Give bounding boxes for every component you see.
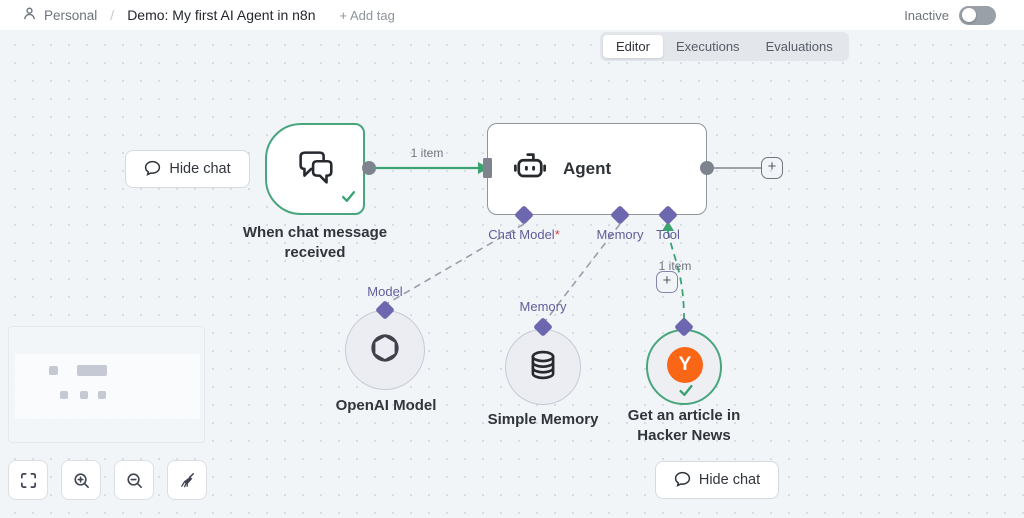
connection-items-label: 1 item (410, 146, 444, 160)
minimap[interactable] (8, 326, 205, 443)
hackernews-node-label: Get an article in Hacker News (627, 407, 741, 444)
node-agent[interactable]: Agent (487, 123, 707, 215)
top-bar: Personal / Demo: My first AI Agent in n8… (0, 0, 1024, 30)
tab-evaluations[interactable]: Evaluations (765, 39, 833, 54)
node-chat-trigger[interactable] (265, 123, 365, 215)
breadcrumb-separator: / (110, 7, 115, 23)
tool-connection-add-button[interactable]: + (656, 271, 678, 293)
zoom-in-button[interactable] (61, 460, 101, 500)
hide-chat-button-top[interactable]: Hide chat (125, 150, 250, 188)
node-simple-memory[interactable] (505, 329, 581, 405)
chat-bubble-icon (674, 470, 691, 491)
tab-editor[interactable]: Editor (603, 35, 663, 58)
port-label-model: Model (367, 284, 403, 299)
minimap-node-marker (77, 365, 107, 376)
workflow-canvas[interactable] (0, 30, 1024, 518)
breadcrumb-workspace[interactable]: Personal (44, 7, 98, 23)
port-label-memory-target: Memory (519, 299, 567, 314)
minimap-viewport[interactable] (15, 354, 200, 419)
minimap-node-marker (80, 391, 88, 399)
person-icon (22, 6, 37, 24)
zoom-out-icon (126, 472, 142, 488)
robot-icon (512, 149, 548, 190)
minimap-node-marker (60, 391, 68, 399)
chat-bubble-icon (144, 159, 161, 180)
fit-view-button[interactable] (8, 460, 48, 500)
workflow-status-label: Inactive (904, 7, 949, 23)
hide-chat-button-bottom[interactable]: Hide chat (655, 461, 779, 499)
workflow-active-toggle[interactable] (959, 5, 996, 25)
toggle-knob (961, 8, 976, 22)
add-node-button[interactable]: + (761, 157, 783, 179)
database-icon (525, 347, 561, 388)
agent-node-title: Agent (563, 159, 612, 178)
hide-chat-label: Hide chat (698, 472, 761, 488)
view-tabs: Editor Executions Evaluations (600, 32, 849, 61)
minimap-node-marker (49, 366, 58, 375)
success-check-icon (678, 384, 694, 402)
tab-executions[interactable]: Executions (675, 39, 740, 54)
openai-logo-icon (364, 327, 406, 374)
hacker-news-logo-icon: Y (667, 347, 703, 383)
tidy-up-button[interactable] (167, 460, 207, 500)
zoom-in-icon (73, 472, 89, 488)
openai-node-label: OpenAI Model (335, 397, 437, 414)
add-tag-button[interactable]: + Add tag (339, 7, 395, 23)
zoom-out-button[interactable] (114, 460, 154, 500)
port-label-tool: Tool (656, 227, 680, 242)
node-hacker-news[interactable]: Y (646, 329, 722, 405)
chat-messages-icon (292, 144, 338, 195)
fit-view-icon (20, 472, 36, 488)
workflow-title[interactable]: Demo: My first AI Agent in n8n (127, 7, 316, 23)
required-asterisk: * (554, 227, 560, 242)
hide-chat-label: Hide chat (169, 161, 231, 177)
trigger-node-label: When chat message received (242, 224, 388, 261)
port-label-chat-model: Chat Model* (488, 227, 560, 242)
tool-connection-items-label: 1 item (658, 259, 692, 273)
memory-node-label: Simple Memory (487, 411, 599, 428)
node-openai-model[interactable] (345, 310, 425, 390)
success-check-icon (341, 190, 356, 208)
tidy-up-brush-icon (180, 472, 194, 487)
minimap-node-marker (98, 391, 106, 399)
